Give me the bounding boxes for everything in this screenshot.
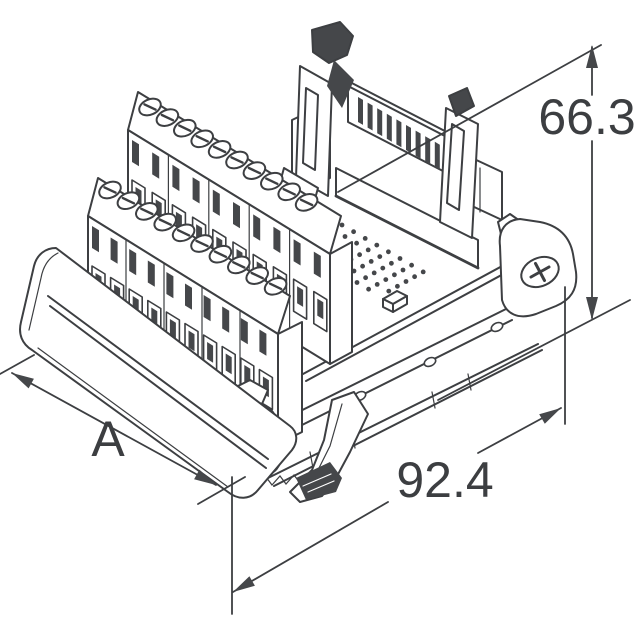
length-dimension-label: A [91, 411, 125, 467]
dimension-depth: 92.4 [231, 286, 566, 615]
arrowhead-right [194, 469, 216, 485]
arrowhead-up [586, 45, 598, 68]
depth-dimension-label: 92.4 [396, 452, 493, 508]
din-rail-release-clip [289, 391, 369, 503]
idc-latch-right [439, 87, 479, 239]
vent-dot-pattern [339, 222, 426, 294]
arrowhead-lower-left [233, 576, 255, 592]
arrowhead-left [12, 373, 34, 389]
base-board [302, 222, 532, 382]
height-dimension-label: 66.3 [538, 89, 635, 145]
dimension-length: A [0, 354, 246, 505]
end-plate-right [497, 213, 578, 318]
front-marker-cover [19, 247, 298, 499]
dimension-height: 66.3 [337, 44, 636, 401]
arrowhead-upper-right [539, 408, 561, 424]
arrowhead-down [586, 297, 598, 320]
